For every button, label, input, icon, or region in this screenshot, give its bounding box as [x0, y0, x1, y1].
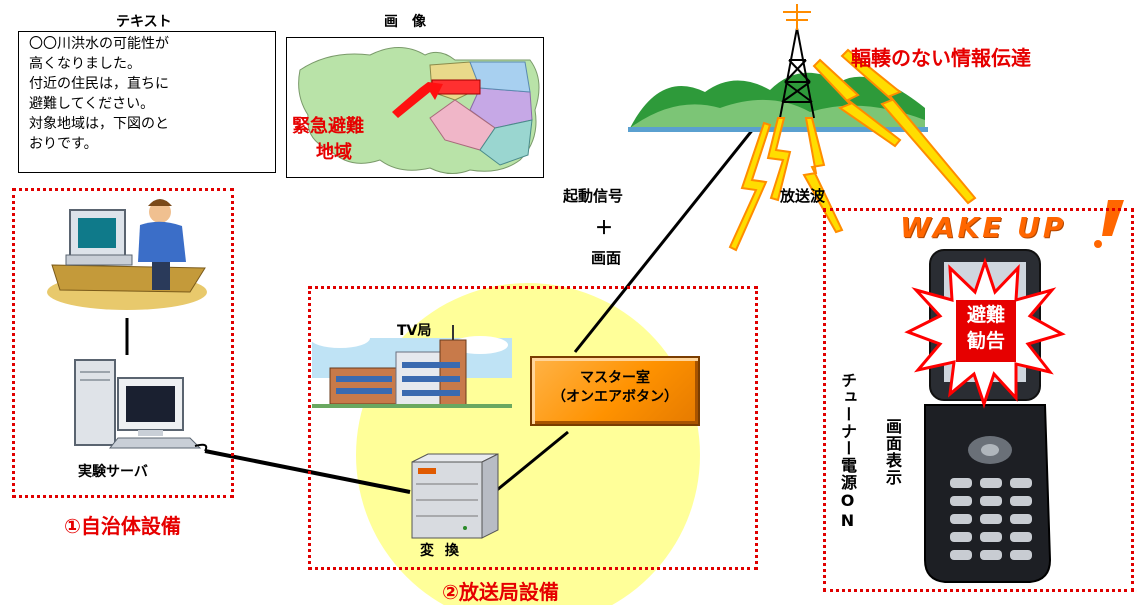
- map-illustration: [298, 47, 540, 174]
- screen-label: 画面: [591, 249, 622, 267]
- on-air-button-label: （オンエアボタン）: [552, 389, 678, 405]
- experiment-server-label: 実験サーバ: [78, 464, 148, 480]
- text-panel-line: おりです。: [29, 136, 98, 152]
- office-pc-illustration: [47, 199, 207, 310]
- plus-label: ＋: [595, 218, 613, 239]
- startup-signal-label: 起動信号: [563, 187, 624, 205]
- tower-top-signal: [783, 4, 811, 30]
- text-panel-line: 〇〇川洪水の可能性が: [29, 36, 169, 52]
- server-converter-link: [204, 449, 411, 494]
- converter-master-link: [496, 430, 569, 492]
- emergency-area-line1: 緊急避難: [292, 116, 364, 137]
- tuner-power-label: チューナー電源ON: [838, 372, 857, 531]
- tv-station-label: TV局: [397, 323, 432, 339]
- local-government-section-label: ①自治体設備: [64, 514, 181, 538]
- wake-up-label: WAKE UP: [900, 211, 1067, 244]
- text-panel-title: テキスト: [116, 14, 172, 30]
- text-panel-line: 対象地域は，下図のと: [29, 116, 169, 132]
- broadcast-station-section: [308, 286, 758, 570]
- receiver-section: [823, 208, 1134, 592]
- evacuation-warning-line2: 勧告: [966, 330, 1005, 352]
- mobile-phone-illustration: [904, 249, 1066, 583]
- evacuation-warning-label: 避難 勧告: [956, 302, 1016, 354]
- emergency-area-line2: 地域: [316, 142, 352, 163]
- master-control-room: マスター室 （オンエアボタン）: [530, 356, 700, 426]
- image-panel-title: 画 像: [384, 14, 426, 30]
- experiment-server-illustration: [74, 359, 208, 452]
- converter-label: 変 換: [420, 543, 462, 559]
- emergency-area-label: 緊急避難 地域: [292, 114, 364, 166]
- text-panel-line: 高くなりました。: [29, 56, 141, 72]
- master-control-room-label: マスター室: [580, 370, 650, 386]
- broadcast-tower: [779, 27, 815, 119]
- text-panel: 〇〇川洪水の可能性が 高くなりました。 付近の住民は，直ちに 避難してください。…: [18, 31, 276, 173]
- screen-display-label: 画面表示: [883, 418, 902, 486]
- text-panel-line: 避難してください。: [29, 96, 155, 112]
- radio-waves: [728, 48, 977, 252]
- local-government-section: [12, 188, 234, 498]
- broadcast-station-section-label: ②放送局設備: [442, 580, 559, 604]
- master-tower-link: [573, 112, 768, 353]
- converter-unit-illustration: [411, 453, 499, 539]
- image-panel: [286, 37, 544, 178]
- tv-station-illustration: [310, 325, 512, 408]
- tagline-label: 輻輳のない情報伝達: [851, 46, 1031, 70]
- evacuation-warning-line1: 避難: [966, 304, 1005, 326]
- broadcast-wave-label: 放送波: [780, 187, 826, 205]
- text-panel-line: 付近の住民は，直ちに: [29, 76, 169, 92]
